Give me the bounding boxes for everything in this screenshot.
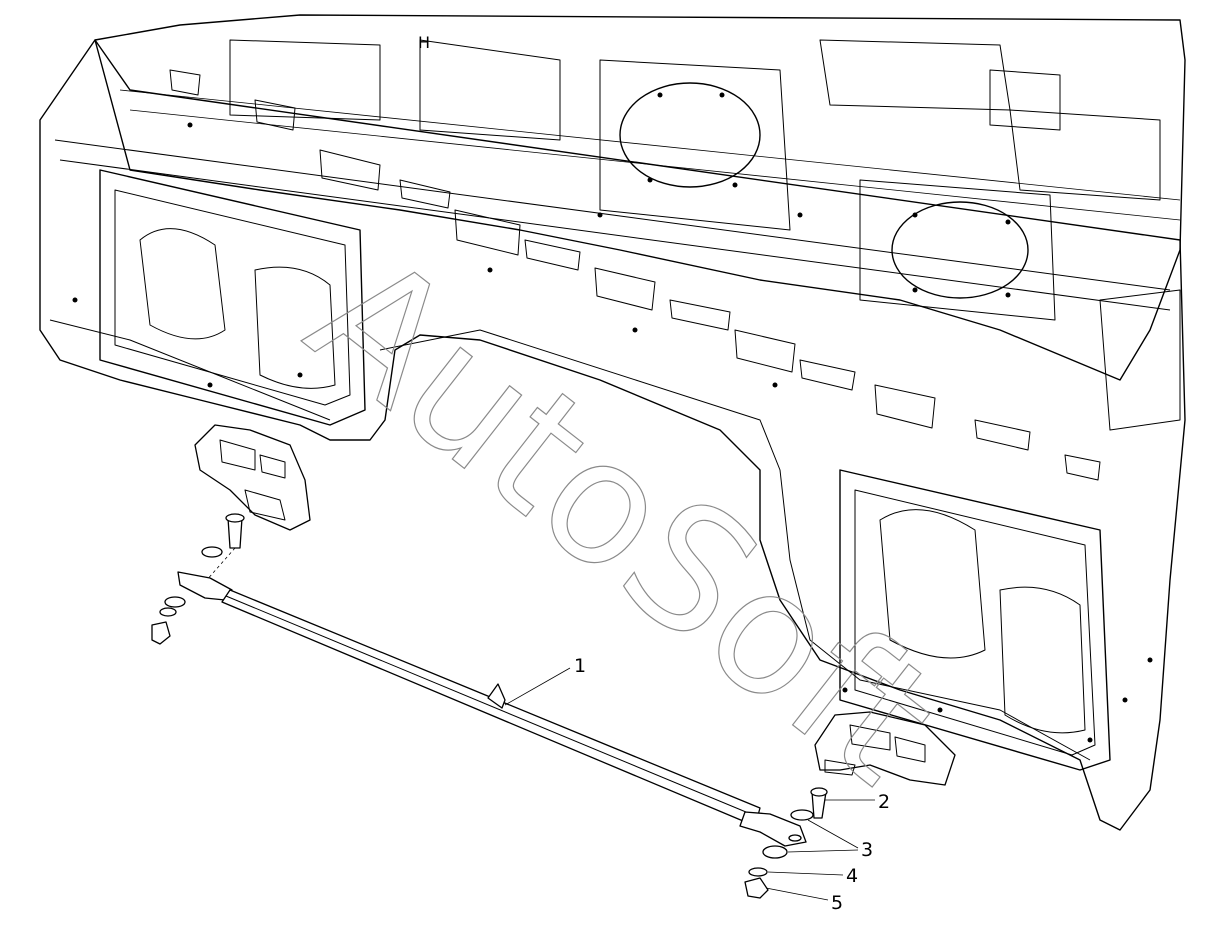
callout-1: 1 [574,655,586,677]
header-mark: H [418,33,430,52]
rear-panel [39,39,1186,831]
callout-2: 2 [878,791,890,813]
crossmember-tube [177,571,807,847]
right-mount-bracket [814,711,956,786]
callout-4: 4 [846,865,858,887]
leader-lines [504,667,875,901]
callout-3: 3 [861,839,873,861]
right-fastener-stack [744,787,828,899]
autosoft-watermark: AutoSoft [275,216,972,822]
left-fastener-stack [151,513,245,645]
callout-5: 5 [831,892,843,914]
floor-pan [94,14,1186,431]
left-mount-bracket [194,424,311,531]
